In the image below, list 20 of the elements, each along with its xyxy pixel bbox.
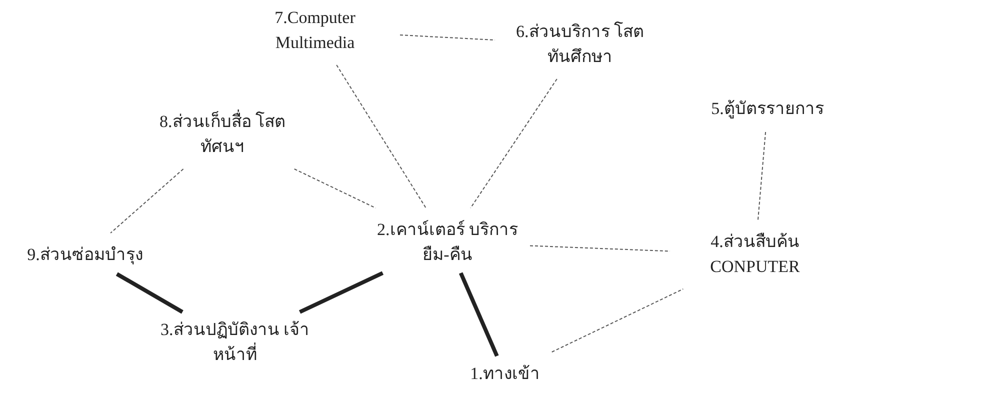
dashed-connector (470, 78, 558, 208)
area-label: 5.ตู้บัตรรายการ (680, 97, 855, 122)
dashed-connector (530, 245, 670, 252)
thick-connector (298, 271, 384, 314)
area-label: 7.Computer Multimedia (240, 6, 390, 56)
area-label: 9.ส่วนซ่อมบำรุง (5, 243, 165, 268)
dashed-connector (336, 64, 426, 208)
dashed-connector (551, 288, 684, 352)
area-label: 3.ส่วนปฏิบัติงาน เจ้าหน้าที่ (160, 318, 310, 368)
dashed-connector (294, 168, 376, 208)
dashed-connector (110, 168, 184, 234)
area-label: 4.ส่วนสืบค้น CONPUTER (680, 230, 830, 280)
area-label: 6.ส่วนบริการ โสตทันศึกษา (505, 20, 655, 70)
area-label: 1.ทางเข้า (445, 362, 565, 387)
dashed-connector (757, 132, 766, 220)
thick-connector (458, 272, 499, 357)
area-label: 2.เคาน์เตอร์ บริการยืม-คืน (375, 218, 520, 268)
dashed-connector (400, 34, 496, 40)
thick-connector (116, 272, 184, 314)
area-label: 8.ส่วนเก็บสื่อ โสตทัศนฯ (155, 110, 290, 160)
